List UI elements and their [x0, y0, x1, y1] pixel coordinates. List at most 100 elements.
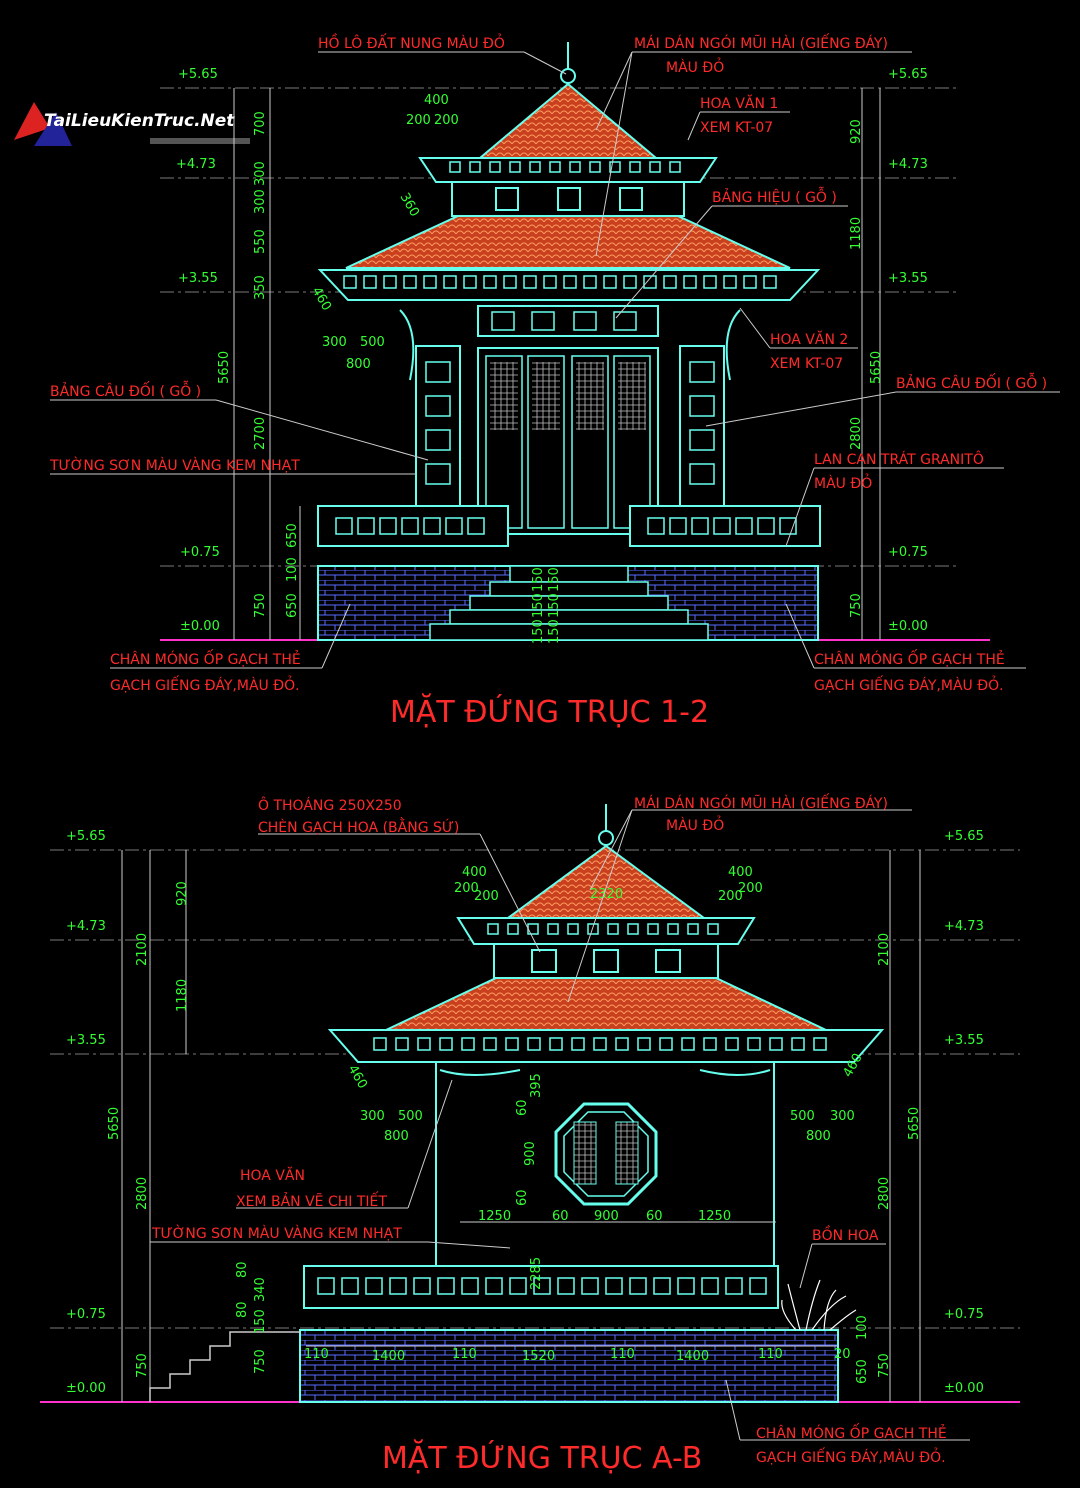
svg-text:900: 900 — [594, 1209, 619, 1224]
leaders-2 — [150, 809, 970, 1441]
svg-text:2800: 2800 — [849, 417, 864, 450]
svg-text:400: 400 — [728, 865, 753, 880]
level-markers-1: +5.65 +4.73 +3.55 +0.75 ±0.00 +5.65 +4.7… — [176, 67, 928, 634]
svg-text:60: 60 — [515, 1189, 530, 1206]
svg-text:750: 750 — [849, 593, 864, 618]
svg-text:±0.00: ±0.00 — [888, 619, 928, 634]
svg-text:500: 500 — [360, 335, 385, 350]
label-pattern-2: HOA VĂN 2 — [770, 330, 848, 348]
svg-text:650: 650 — [285, 523, 300, 548]
svg-text:MÀU ĐỎ: MÀU ĐỎ — [666, 57, 724, 76]
svg-text:500: 500 — [790, 1109, 815, 1124]
svg-text:+4.73: +4.73 — [176, 157, 216, 172]
svg-text:1180: 1180 — [849, 217, 864, 250]
svg-text:1250: 1250 — [478, 1209, 511, 1224]
svg-text:+0.75: +0.75 — [888, 545, 928, 560]
flower-bed-icon — [781, 1279, 857, 1331]
watermark-logo: TaiLieuKienTruc.Net — [14, 102, 250, 146]
label-base-2: CHÂN MÓNG ỐP GẠCH THẺ — [756, 1423, 947, 1442]
svg-text:+4.73: +4.73 — [944, 919, 984, 934]
svg-text:CHÈN GẠCH HOA (BẰNG SỨ): CHÈN GẠCH HOA (BẰNG SỨ) — [258, 817, 459, 836]
svg-text:110: 110 — [758, 1347, 783, 1362]
svg-text:300: 300 — [253, 189, 268, 214]
svg-text:GẠCH GIẾNG ĐÁY,MÀU ĐỎ.: GẠCH GIẾNG ĐÁY,MÀU ĐỎ. — [814, 675, 1004, 694]
svg-text:2800: 2800 — [877, 1177, 892, 1210]
dim-lines-2 — [121, 850, 921, 1402]
dimensions-1: 400 200 200 700 300 300 550 350 5650 270… — [217, 93, 884, 644]
svg-text:300: 300 — [322, 335, 347, 350]
svg-text:340: 340 — [253, 1277, 268, 1302]
svg-text:500: 500 — [398, 1109, 423, 1124]
svg-text:MÀU ĐỎ: MÀU ĐỎ — [814, 473, 872, 492]
svg-text:1250: 1250 — [698, 1209, 731, 1224]
svg-text:800: 800 — [346, 357, 371, 372]
svg-text:5650: 5650 — [907, 1107, 922, 1140]
svg-text:±0.00: ±0.00 — [66, 1381, 106, 1396]
svg-text:150: 150 — [531, 619, 546, 644]
svg-text:110: 110 — [452, 1347, 477, 1362]
svg-text:5650: 5650 — [217, 351, 232, 384]
svg-text:80: 80 — [235, 1261, 250, 1278]
svg-text:1180: 1180 — [175, 979, 190, 1012]
svg-text:2700: 2700 — [253, 417, 268, 450]
svg-text:±0.00: ±0.00 — [944, 1381, 984, 1396]
svg-text:300: 300 — [360, 1109, 385, 1124]
label-finial: HỒ LÔ ĐẤT NUNG MÀU ĐỎ — [318, 33, 505, 52]
svg-text:2100: 2100 — [877, 933, 892, 966]
svg-text:100: 100 — [285, 557, 300, 582]
svg-text:750: 750 — [253, 593, 268, 618]
svg-text:+5.65: +5.65 — [66, 829, 106, 844]
svg-text:200: 200 — [474, 889, 499, 904]
labels-2: Ô THOÁNG 250X250 CHÈN GẠCH HOA (BẰNG SỨ)… — [151, 793, 947, 1466]
title-elevation-1: MẶT ĐỨNG TRỤC 1-2 — [390, 693, 709, 730]
svg-text:+3.55: +3.55 — [944, 1033, 984, 1048]
svg-text:395: 395 — [529, 1073, 544, 1098]
svg-text:60: 60 — [515, 1099, 530, 1116]
title-elevation-2: MẶT ĐỨNG TRỤC A-B — [382, 1439, 702, 1476]
svg-text:1400: 1400 — [676, 1349, 709, 1364]
svg-text:2285: 2285 — [529, 1257, 544, 1290]
svg-text:150: 150 — [531, 567, 546, 592]
svg-text:750: 750 — [877, 1353, 892, 1378]
svg-text:60: 60 — [646, 1209, 663, 1224]
building-2 — [149, 804, 885, 1403]
svg-text:650: 650 — [285, 593, 300, 618]
svg-text:2800: 2800 — [135, 1177, 150, 1210]
label-base-right: CHÂN MÓNG ỐP GẠCH THẺ — [814, 649, 1005, 668]
svg-text:100: 100 — [855, 1315, 870, 1340]
label-couplet-left: BẢNG CÂU ĐỐI ( GỖ ) — [50, 381, 201, 400]
label-roof-2: MÁI DÁN NGÓI MŨI HÀI (GIẾNG ĐÁY) — [634, 793, 888, 812]
svg-text:5650: 5650 — [869, 351, 884, 384]
svg-text:+0.75: +0.75 — [66, 1307, 106, 1322]
svg-text:150: 150 — [253, 1309, 268, 1334]
svg-text:XEM KT-07: XEM KT-07 — [770, 356, 843, 372]
svg-text:GẠCH GIẾNG ĐÁY,MÀU ĐỎ.: GẠCH GIẾNG ĐÁY,MÀU ĐỎ. — [756, 1447, 946, 1466]
label-base-left: CHÂN MÓNG ỐP GẠCH THẺ — [110, 649, 301, 668]
leaders-1 — [50, 51, 1060, 669]
svg-text:350: 350 — [253, 275, 268, 300]
building-1-1 — [317, 42, 821, 641]
elevation-1: +5.65 +4.73 +3.55 +0.75 ±0.00 +5.65 +4.7… — [49, 33, 1060, 730]
svg-text:150: 150 — [547, 567, 562, 592]
svg-text:920: 920 — [175, 881, 190, 906]
svg-text:360: 360 — [397, 191, 422, 220]
svg-text:550: 550 — [253, 229, 268, 254]
svg-text:200: 200 — [738, 881, 763, 896]
svg-text:460: 460 — [309, 285, 334, 314]
svg-text:300: 300 — [830, 1109, 855, 1124]
svg-text:+0.75: +0.75 — [944, 1307, 984, 1322]
svg-text:110: 110 — [610, 1347, 635, 1362]
svg-text:800: 800 — [384, 1129, 409, 1144]
svg-text:400: 400 — [424, 93, 449, 108]
label-couplet-right: BẢNG CÂU ĐỐI ( GỖ ) — [896, 373, 1047, 392]
svg-text:XEM KT-07: XEM KT-07 — [700, 120, 773, 136]
dim-lines-left — [233, 88, 881, 640]
label-wall-2: TƯỜNG SƠN MÀU VÀNG KEM NHẠT — [151, 1224, 402, 1242]
svg-text:XEM BẢN VẼ CHI TIẾT: XEM BẢN VẼ CHI TIẾT — [236, 1191, 387, 1210]
label-pattern: HOA VĂN — [240, 1166, 305, 1184]
svg-text:1520: 1520 — [522, 1349, 555, 1364]
elevation-2: +5.65 +4.73 +3.55 +0.75 ±0.00 +5.65 +4.7… — [40, 793, 1020, 1476]
svg-text:+5.65: +5.65 — [178, 67, 218, 82]
svg-text:920: 920 — [849, 119, 864, 144]
